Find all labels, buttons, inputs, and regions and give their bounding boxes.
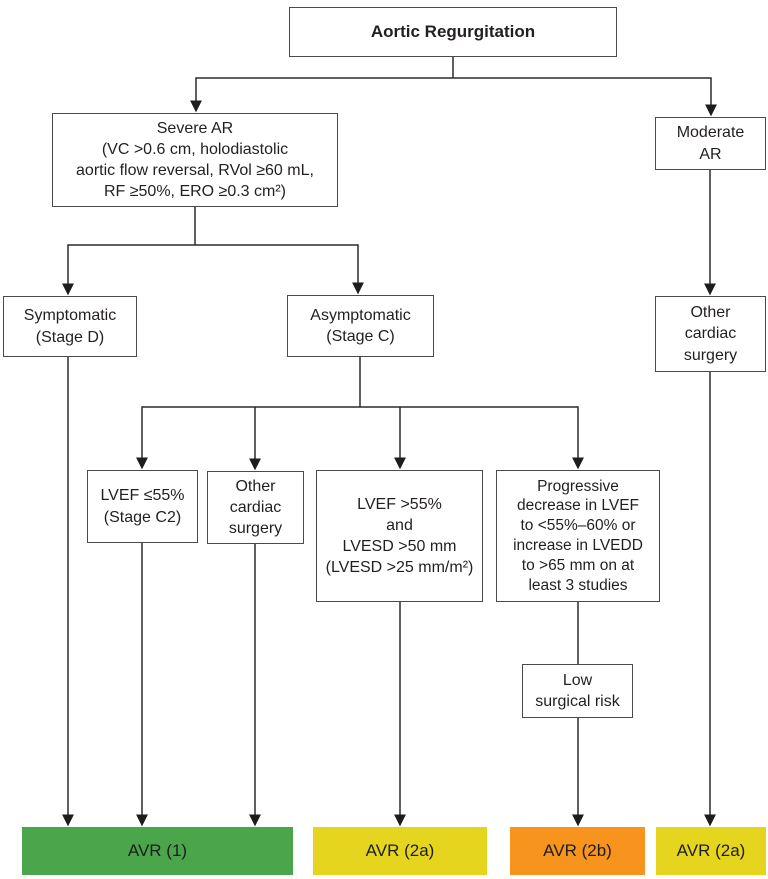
node-lvef-le-55: LVEF ≤55% (Stage C2) — [87, 470, 198, 543]
node-low-surgical-risk: Low surgical risk — [522, 664, 633, 718]
node-other-cardiac-surgery-mid: Other cardiac surgery — [207, 471, 304, 544]
node-moderate-ar: Moderate AR — [655, 117, 766, 170]
node-lvef-gt-55: LVEF >55% and LVESD >50 mm (LVESD >25 mm… — [316, 470, 483, 602]
connector-lines — [62, 57, 717, 827]
node-other-cardiac-surgery-right: Other cardiac surgery — [655, 296, 766, 372]
outcome-avr-1: AVR (1) — [22, 827, 293, 875]
node-asymptomatic-stage-c: Asymptomatic (Stage C) — [287, 295, 434, 357]
outcome-avr-2b: AVR (2b) — [510, 827, 645, 875]
outcome-avr-2a-left: AVR (2a) — [313, 827, 487, 875]
node-progressive-decrease: Progressive decrease in LVEF to <55%–60%… — [496, 470, 660, 602]
node-severe-ar: Severe AR (VC >0.6 cm, holodiastolic aor… — [52, 113, 338, 207]
outcome-avr-2a-right: AVR (2a) — [656, 827, 766, 875]
node-symptomatic-stage-d: Symptomatic (Stage D) — [3, 296, 137, 357]
node-aortic-regurgitation: Aortic Regurgitation — [289, 7, 617, 57]
